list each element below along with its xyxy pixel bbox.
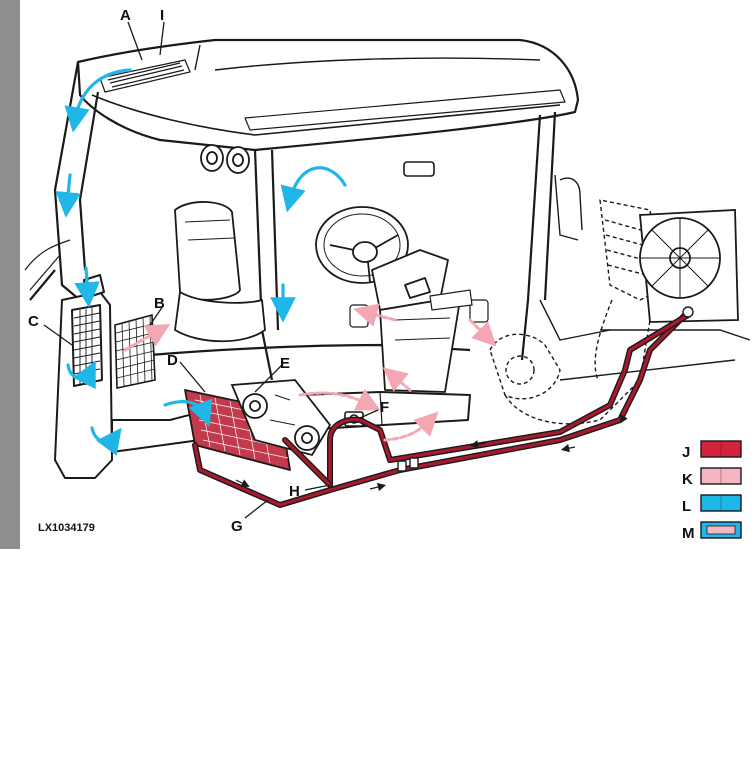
callout-H: H — [289, 483, 300, 500]
fresh-air-filter-mesh — [114, 313, 156, 389]
legend: J K L M — [682, 440, 742, 542]
refrigerant-flow-arrows — [235, 409, 629, 492]
callout-I: I — [160, 7, 164, 24]
front-air-outlets — [200, 144, 250, 174]
figure-code: LX1034179 — [38, 522, 95, 534]
legend-item-M: M — [682, 521, 742, 542]
blower-fans — [230, 379, 332, 457]
line-fittings — [397, 306, 694, 472]
legend-swatch-J — [700, 440, 742, 458]
callout-E: E — [280, 355, 290, 372]
legend-item-K: K — [682, 467, 742, 488]
engine-compressor-dashed — [489, 199, 661, 425]
dome-light — [403, 161, 435, 177]
condenser-fan — [639, 209, 739, 323]
operator-seat — [174, 201, 266, 343]
page-margin-bar — [0, 0, 20, 549]
legend-swatch-K — [700, 467, 742, 485]
callout-labels: A I B C D E F H G — [28, 7, 389, 535]
legend-swatch-M-inner — [706, 525, 736, 535]
legend-key-M: M — [682, 525, 695, 542]
warm-air-flow-arrows — [123, 303, 497, 442]
callout-C: C — [28, 313, 39, 330]
legend-key-L: L — [682, 498, 691, 515]
cab-frame — [24, 61, 557, 381]
cab-roof — [76, 38, 580, 152]
callout-A: A — [120, 7, 131, 24]
legend-item-J: J — [682, 440, 742, 461]
callout-F: F — [380, 399, 389, 416]
callout-D: D — [167, 352, 178, 369]
roof-vent-grille — [99, 59, 191, 93]
callout-G: G — [231, 518, 243, 535]
legend-swatch-L — [700, 494, 742, 512]
legend-key-J: J — [682, 444, 690, 461]
cool-air-flow-arrows — [55, 68, 347, 456]
refrigerant-lines — [192, 307, 693, 508]
callout-B: B — [154, 295, 165, 312]
callout-leaders — [43, 21, 379, 519]
chassis-lines — [539, 174, 751, 381]
legend-item-L: L — [682, 494, 742, 515]
legend-key-K: K — [682, 471, 693, 488]
